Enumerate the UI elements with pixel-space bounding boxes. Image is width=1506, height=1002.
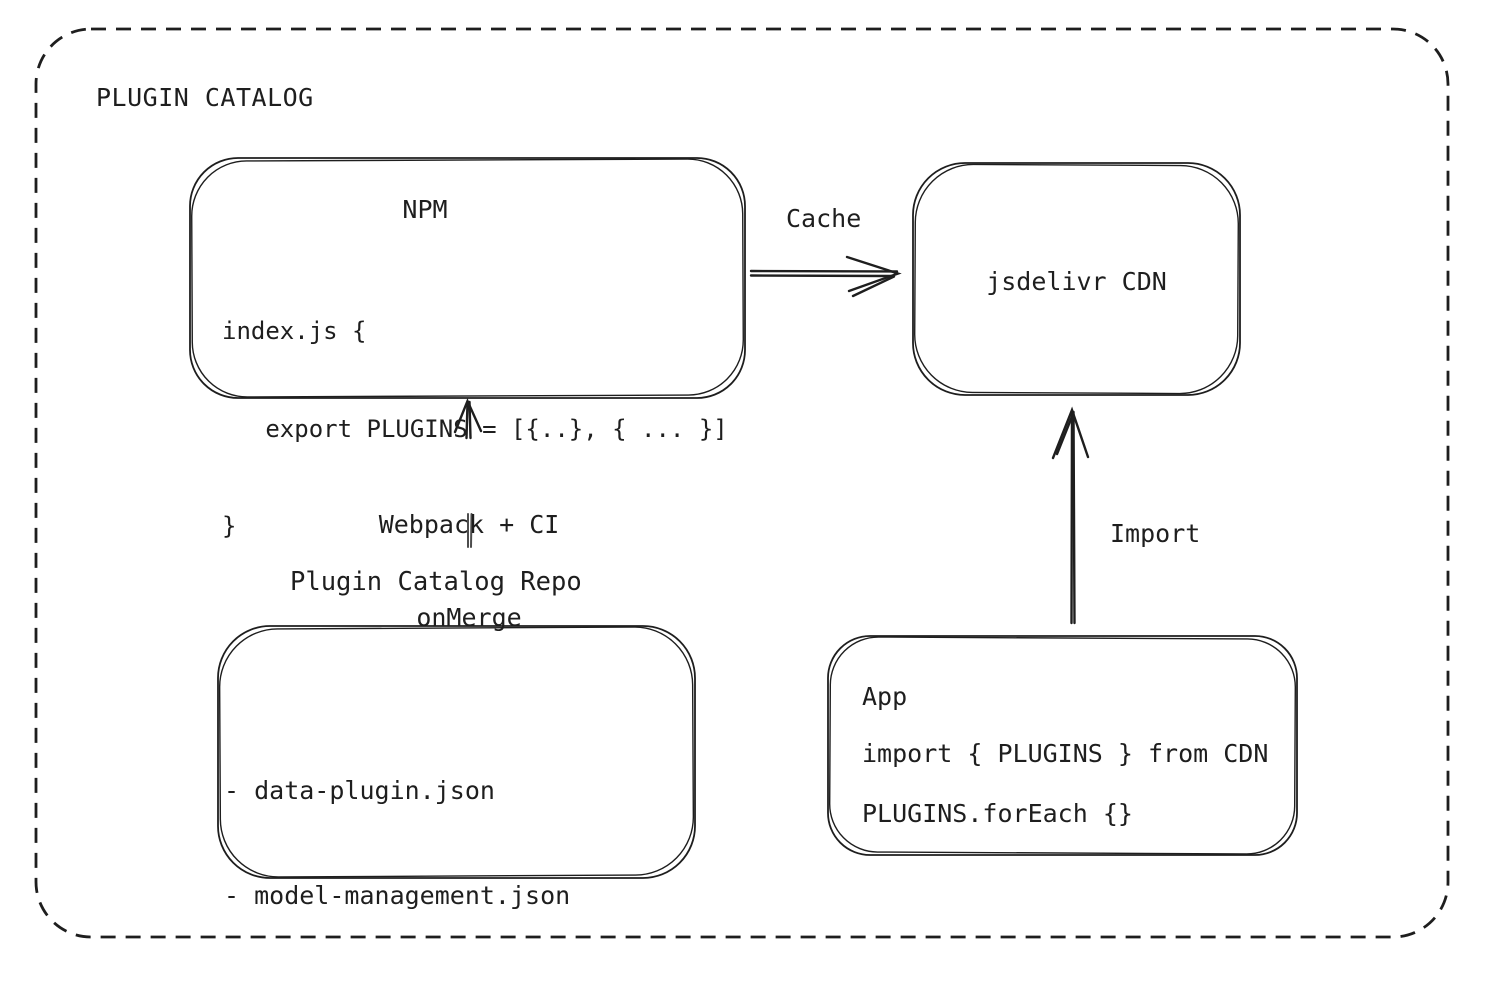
- import-arrow: [1051, 406, 1090, 625]
- build-arrow-label-line2: onMerge: [416, 603, 522, 632]
- repo-file-item: - data-plugin.json: [224, 776, 495, 805]
- diagram-title: PLUGIN CATALOG: [96, 83, 314, 112]
- cdn-box: [912, 162, 1241, 396]
- app-box: [827, 635, 1298, 856]
- build-connector-line: [467, 513, 473, 548]
- npm-code-line: index.js {: [222, 317, 367, 345]
- repo-file-list: - data-plugin.json - model-management.js…: [224, 703, 570, 1002]
- repo-file-item: - model-management.json: [224, 881, 571, 910]
- repo-file-item: ...: [224, 986, 270, 1002]
- build-arrow-label-line1: Webpack + CI: [378, 510, 560, 539]
- repo-box: [217, 625, 696, 879]
- app-box-title: App: [862, 682, 908, 711]
- npm-code-block: index.js { export PLUGINS = [{..}, { ...…: [222, 250, 728, 608]
- build-arrow: [453, 397, 483, 440]
- cache-arrow: [749, 255, 902, 298]
- cdn-box-label: jsdelivr CDN: [986, 267, 1167, 296]
- build-arrow-label: Webpack + CI onMerge: [349, 447, 589, 695]
- npm-code-line: export PLUGINS = [{..}, { ... }]: [222, 414, 728, 443]
- npm-code-line: }: [222, 512, 237, 540]
- npm-box: [189, 157, 746, 399]
- plugin-catalog-boundary: [34, 27, 1450, 939]
- repo-box-title: Plugin Catalog Repo: [290, 567, 582, 597]
- cache-arrow-label: Cache: [786, 204, 862, 233]
- app-code-line: PLUGINS.forEach {}: [862, 799, 1133, 828]
- npm-box-title: NPM: [402, 195, 448, 224]
- import-arrow-label: Import: [1110, 519, 1201, 548]
- app-code-line: import { PLUGINS } from CDN: [862, 739, 1269, 768]
